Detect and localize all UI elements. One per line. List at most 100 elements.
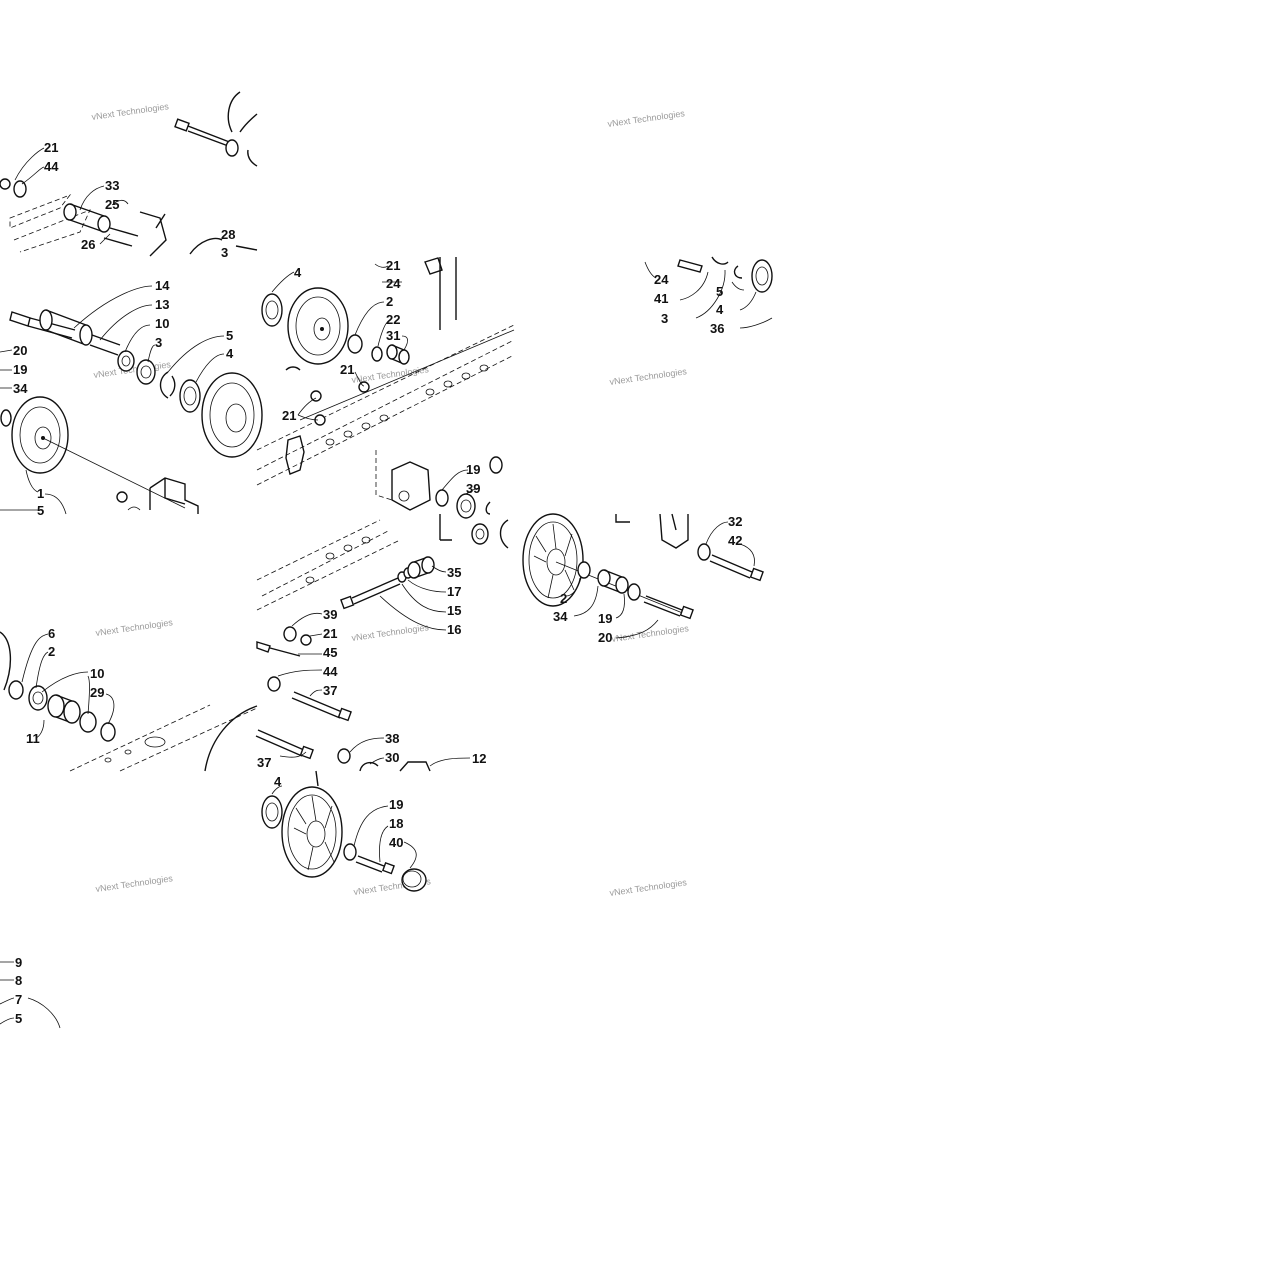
watermark: vNext Technologies	[609, 366, 688, 387]
end-cap	[401, 868, 427, 892]
tile-center: 4 21 24 2 22 31 21 21 19 39	[256, 257, 515, 519]
callout-label: 21	[340, 362, 354, 377]
bearing	[117, 350, 135, 372]
callout-label: 3	[155, 335, 162, 350]
washer	[267, 676, 281, 692]
callout-label: 35	[447, 565, 461, 580]
tile-bottom-left: 9 8 7 5	[0, 955, 61, 1029]
callout-label: 18	[389, 816, 403, 831]
callout-label: 21	[282, 408, 296, 423]
tile-mid-left: 14 13 10 3 5 4 20 19 34 1 5	[0, 278, 263, 518]
watermark: vNext Technologies	[95, 873, 174, 894]
washer	[343, 843, 357, 861]
bolt	[677, 259, 703, 273]
bolt	[174, 118, 233, 148]
callout-label: 2	[386, 294, 393, 309]
washer	[489, 456, 503, 474]
callout-label: 34	[13, 381, 28, 396]
spacer	[597, 569, 629, 594]
callout-label: 30	[385, 750, 399, 765]
watermark: vNext Technologies	[91, 101, 170, 122]
washer	[435, 489, 449, 507]
spacer-arc	[227, 91, 258, 133]
callout-label: 3	[661, 311, 668, 326]
callout-label: 5	[15, 1011, 22, 1026]
callout-label: 9	[15, 955, 22, 970]
rail-outline	[9, 194, 72, 229]
callout-label: 25	[105, 197, 119, 212]
callout-label: 11	[26, 731, 40, 746]
tile-bottom-center: 4 19 18 40	[261, 770, 427, 892]
callout-label: 20	[13, 343, 27, 358]
bracket	[149, 477, 199, 514]
tile-lower-center: 39 21 45 44 37 37 38 30 12	[255, 607, 486, 772]
callout-label: 24	[654, 272, 669, 287]
spacer	[407, 556, 435, 579]
callout-label: 10	[155, 316, 169, 331]
callout-label: 19	[13, 362, 27, 377]
slide-rail	[256, 324, 515, 486]
bracket-top	[424, 257, 443, 275]
washer	[577, 561, 591, 579]
callout-label: 1	[37, 486, 44, 501]
nut	[358, 381, 370, 393]
rail-holes	[305, 536, 371, 584]
callout-label: 34	[553, 609, 568, 624]
callout-label: 44	[323, 664, 338, 679]
bearing	[261, 293, 283, 327]
watermark: vNext Technologies	[609, 877, 688, 898]
bolt	[709, 554, 764, 582]
callout-label: 17	[447, 584, 461, 599]
bolt	[255, 729, 314, 760]
watermark: vNext Technologies	[95, 617, 174, 638]
bolt	[256, 641, 301, 657]
watermark: vNext Technologies	[611, 623, 690, 644]
washer	[347, 334, 363, 354]
callout-label: 19	[598, 611, 612, 626]
washer	[283, 626, 297, 642]
callout-label: 2	[48, 644, 55, 659]
tile-upper-left: 21 44 33 25 26 28 3	[0, 91, 258, 260]
rail-holes	[325, 364, 489, 446]
callout-label: 5	[37, 503, 44, 518]
bearing	[179, 379, 201, 413]
washer	[79, 711, 97, 733]
pivot-arm	[103, 211, 167, 257]
callout-label: 2	[560, 591, 567, 606]
suspension-bracket	[391, 461, 431, 511]
callout-label: 21	[386, 258, 400, 273]
callout-label: 8	[15, 973, 22, 988]
wheel-partial	[0, 631, 12, 691]
callout-label: 37	[257, 755, 271, 770]
snap-ring	[499, 519, 509, 549]
spacer-tube	[63, 203, 111, 233]
spacer	[386, 344, 410, 365]
slide-rail	[256, 519, 401, 611]
washer	[225, 139, 239, 157]
callout-label: 14	[155, 278, 170, 293]
idler-wheel	[201, 372, 263, 458]
snap-ring	[159, 371, 176, 399]
slide-rail	[69, 704, 258, 772]
tile-upper-right: 24 41 3 5 4 36	[644, 256, 773, 336]
callout-label: 45	[323, 645, 337, 660]
callout-label: 42	[728, 533, 742, 548]
callout-label: 7	[15, 992, 22, 1007]
idler-wheel	[11, 396, 69, 474]
washer	[337, 748, 351, 764]
bolt	[340, 577, 401, 610]
bolt	[355, 855, 395, 875]
callout-label: 41	[654, 291, 668, 306]
callout-label: 37	[323, 683, 337, 698]
washer	[371, 346, 383, 362]
tile-lower-left: 6 2 10 29 11	[0, 626, 258, 772]
callout-label: 15	[447, 603, 461, 618]
tile-center-lower: 35 17 15 16	[256, 514, 509, 637]
bearing	[28, 685, 48, 711]
callout-label: 24	[386, 276, 401, 291]
callout-label: 21	[44, 140, 58, 155]
tile-right-center: 2 34 19 20 32 42	[522, 513, 764, 645]
watermark: vNext Technologies	[607, 108, 686, 129]
